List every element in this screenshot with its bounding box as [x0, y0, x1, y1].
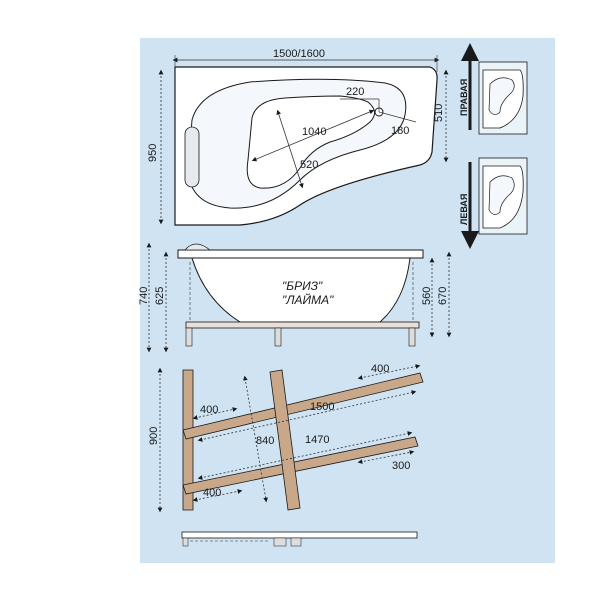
bottom-left-label: 400 [203, 487, 221, 499]
drain-side-leader [378, 111, 417, 123]
total-height-label: 740 [138, 287, 150, 305]
leg-3 [408, 327, 416, 347]
model-name-1: "БРИЗ" [282, 279, 323, 293]
tub-headrest-side [184, 243, 212, 251]
base-leg-3 [290, 537, 302, 547]
frame-bar-lower [182, 436, 419, 495]
model-name-2: "ЛАЙМА" [282, 291, 334, 307]
depth-label: 950 [147, 144, 159, 162]
top-left-label: 400 [200, 404, 218, 416]
bowl-width-dim [276, 109, 304, 189]
left-orientation-label: ЛЕВАЯ [459, 194, 469, 225]
tub-height-label: 625 [154, 287, 166, 305]
left-thumb-bowl [488, 175, 515, 215]
orientation-panel: ПРАВАЯ ЛЕВАЯ [459, 43, 528, 249]
headrest [184, 126, 200, 188]
inner-height-label: 560 [421, 287, 433, 305]
right-orientation-label: ПРАВАЯ [459, 79, 469, 116]
frame-view: 900 400 400 1500 1470 840 300 400 [148, 363, 424, 513]
upper-bar-dim-line [197, 390, 417, 442]
lower-bar-label: 1470 [305, 434, 329, 446]
base-plate [181, 531, 418, 539]
drain-top-label: 220 [346, 86, 364, 98]
bowl-length-dim [251, 109, 375, 162]
base-leg-1 [182, 537, 189, 547]
base-view [181, 531, 418, 547]
upper-bar-label: 1500 [310, 401, 334, 413]
base-leg-2 [273, 537, 287, 547]
bowl-length-label: 1040 [302, 126, 326, 138]
top-view: 1040 520 220 180 1500/1600 950 510 [147, 48, 449, 226]
tub-rim-side [177, 249, 424, 259]
leg-2 [274, 327, 282, 347]
bowl-width-label: 520 [300, 159, 318, 171]
frame-depth-label: 900 [148, 427, 160, 445]
top-right-label: 400 [371, 363, 389, 375]
vertical-label: 840 [256, 435, 274, 447]
frame-post-left [182, 369, 194, 511]
leg-1 [185, 327, 193, 347]
right-offset-dim-line [357, 450, 415, 464]
drain-side-label: 180 [391, 125, 409, 137]
right-depth-label: 510 [433, 104, 445, 122]
frame-rail-side [185, 321, 420, 329]
outer-height-label: 670 [437, 287, 449, 305]
side-view: "БРИЗ" "ЛАЙМА" 740 625 560 670 [138, 242, 452, 353]
width-label: 1500/1600 [273, 48, 325, 60]
vertical-dim-line [243, 375, 268, 503]
frame-bar-upper [182, 372, 424, 440]
right-offset-label: 300 [392, 460, 410, 472]
right-thumb-bowl [488, 77, 515, 115]
top-right-dim-line [357, 364, 421, 380]
frame-bar-diagonal [269, 369, 301, 511]
